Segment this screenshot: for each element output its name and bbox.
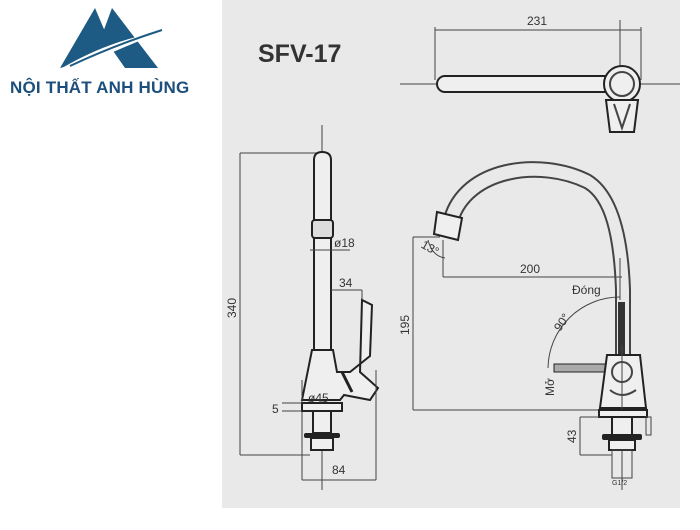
dim-34: 34 — [339, 276, 353, 290]
dim-195: 195 — [398, 315, 412, 335]
label-closed: Đóng — [572, 283, 601, 297]
front-view: 195 200 13° Đóng 90° Mở 43 — [398, 161, 652, 490]
brand-logo: NỘI THẤT ANH HÙNG — [0, 0, 222, 110]
dim-43: 43 — [565, 429, 579, 443]
dim-200: 200 — [520, 262, 540, 276]
model-title: SFV-17 — [258, 40, 341, 68]
dim-pipe-diameter: ø18 — [334, 236, 355, 250]
dim-340: 340 — [225, 298, 239, 318]
side-view: 340 ø18 34 84 ø45 5 — [225, 125, 380, 490]
dim-231: 231 — [527, 14, 547, 28]
label-open: Mở — [543, 378, 557, 396]
dim-5: 5 — [272, 402, 279, 416]
brand-name: NỘI THẤT ANH HÙNG — [10, 78, 190, 97]
top-view: 231 — [400, 14, 680, 133]
thread-size: G1/2 — [612, 480, 627, 487]
logo-mark-icon — [60, 8, 163, 68]
dim-base-diameter: ø45 — [308, 391, 329, 405]
dim-84: 84 — [332, 463, 346, 477]
